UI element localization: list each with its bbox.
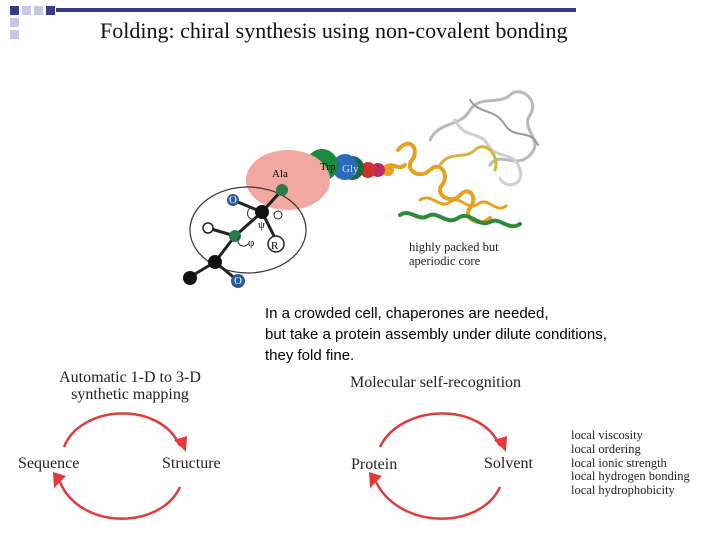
- atoms: [183, 184, 288, 288]
- solvent-factor: local hydrogen bonding: [571, 469, 690, 484]
- residue-chain: [246, 149, 394, 210]
- solvent-factor: local hydrophobicity: [571, 483, 675, 498]
- atom-label-o: O: [234, 275, 242, 287]
- atom-label-o: O: [229, 194, 237, 206]
- residue-label-trp: Trp: [320, 161, 336, 173]
- right-cycle-heading: Molecular self-recognition: [350, 374, 522, 391]
- slide-title: Folding: chiral synthesis using non-cova…: [100, 18, 568, 43]
- corner-square-dark: [46, 6, 55, 15]
- protein-ribbon: [383, 90, 539, 229]
- solvent-label: Solvent: [484, 455, 533, 472]
- angle-label-phi: φ: [248, 237, 254, 249]
- right-cycle-arrows: [374, 412, 502, 520]
- solvent-factor: local viscosity: [571, 428, 643, 442]
- core-label-line: aperiodic core: [409, 254, 481, 268]
- solvent-factors-list: local viscosity local ordering local ion…: [571, 428, 690, 498]
- residue-ellipse: [189, 186, 307, 274]
- left-cycle-heading-line: Automatic 1-D to 3-D: [59, 369, 201, 386]
- core-label: highly packed but aperiodic core: [409, 240, 499, 268]
- caption: In a crowded cell, chaperones are needed…: [265, 303, 607, 366]
- angle-label-psi: ψ: [258, 219, 265, 231]
- left-cycle-arrows: [58, 412, 182, 520]
- sequence-label: Sequence: [18, 455, 80, 472]
- structure-label: Structure: [162, 455, 221, 472]
- solvent-factor: local ordering: [571, 441, 641, 456]
- left-cycle-arrowhead-bottom: [53, 472, 66, 488]
- caption-line: but take a protein assembly under dilute…: [265, 326, 607, 343]
- corner-square-light: [34, 6, 43, 15]
- caption-line: they fold fine.: [265, 347, 355, 364]
- protein-label: Protein: [351, 456, 398, 473]
- title-rule: [56, 8, 576, 12]
- corner-square-light: [10, 18, 19, 27]
- corner-square-dark: [10, 6, 19, 15]
- left-cycle-arrowhead-top: [174, 436, 187, 452]
- residue-label-gly: Gly: [342, 163, 359, 175]
- left-cycle-heading: Automatic 1-D to 3-D synthetic mapping: [40, 369, 220, 403]
- solvent-factor: local ionic strength: [571, 455, 667, 470]
- right-cycle-arrowhead-top: [494, 436, 507, 452]
- left-cycle-heading-line: synthetic mapping: [71, 386, 189, 403]
- right-cycle-arrowhead-bottom: [369, 472, 382, 488]
- caption-line: In a crowded cell, chaperones are needed…: [265, 305, 549, 322]
- corner-square-light: [10, 30, 19, 39]
- torsion-arrows: [237, 207, 257, 247]
- residue-label-ala: Ala: [272, 168, 288, 180]
- core-label-line: highly packed but: [409, 240, 499, 254]
- corner-square-light: [22, 6, 31, 15]
- atom-label-r: R: [271, 240, 279, 252]
